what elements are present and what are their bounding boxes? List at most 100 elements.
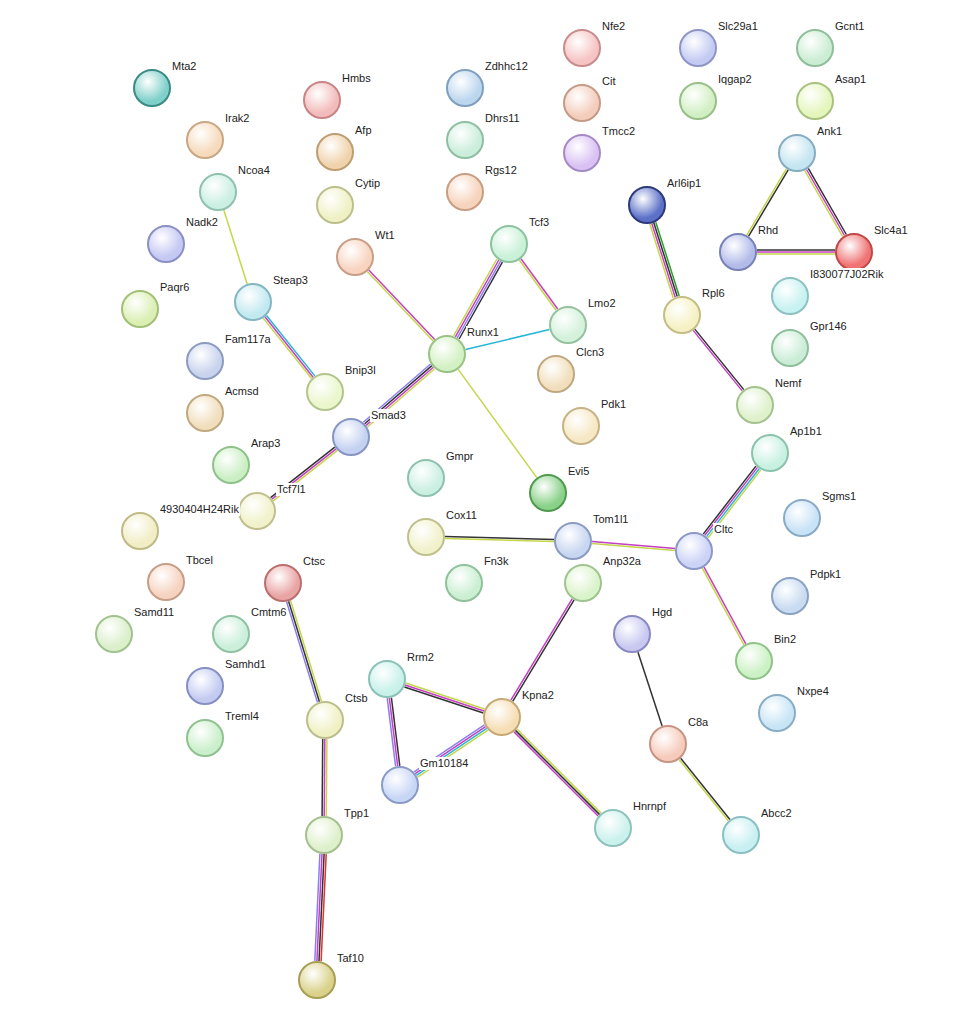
protein-node: Pdk1	[562, 407, 600, 445]
interaction-edge	[263, 316, 315, 379]
evidence-line	[704, 567, 746, 644]
evidence-line	[224, 210, 247, 284]
protein-label: C8a	[687, 716, 709, 729]
evidence-line	[391, 698, 399, 766]
protein-node: Kpna2	[483, 698, 521, 736]
protein-label: Runx1	[466, 326, 500, 339]
protein-label: Ctsb	[344, 692, 369, 705]
protein-label: Ap1b1	[789, 425, 823, 438]
protein-node: Iqgap2	[679, 82, 717, 120]
protein-node: Irak2	[186, 121, 224, 159]
protein-node: I830077J02Rik	[771, 277, 809, 315]
protein-node: Nemf	[736, 386, 774, 424]
protein-label: Ctsc	[302, 555, 326, 568]
evidence-line	[406, 683, 485, 709]
evidence-line	[757, 249, 835, 251]
evidence-line	[521, 259, 558, 309]
protein-label: Iqgap2	[717, 73, 753, 86]
protein-node: Nadk2	[147, 225, 185, 263]
protein-node: Ctsb	[306, 701, 344, 739]
protein-label: Slc4a1	[873, 224, 909, 237]
interaction-edge	[747, 169, 788, 236]
protein-node: Tcf3	[490, 225, 528, 263]
protein-label: Bin2	[773, 633, 797, 646]
protein-label: Abcc2	[760, 807, 793, 820]
evidence-line	[272, 449, 336, 499]
evidence-line	[805, 171, 843, 237]
protein-node: Runx1	[428, 335, 466, 373]
interaction-edge	[679, 758, 730, 821]
protein-node: 4930404H24Rik	[121, 512, 159, 550]
protein-node: Sgms1	[783, 499, 821, 537]
protein-label: Fam117a	[224, 333, 272, 346]
interaction-edge	[287, 601, 322, 703]
protein-label: Tcf7l1	[276, 483, 307, 496]
protein-node: Tmcc2	[563, 134, 601, 172]
protein-label: Samd11	[133, 606, 175, 619]
protein-node: Arl6ip1	[628, 186, 666, 224]
protein-label: Arl6ip1	[666, 177, 702, 190]
evidence-line	[757, 251, 835, 253]
interaction-edge	[511, 599, 574, 702]
protein-label: Treml4	[224, 710, 260, 723]
protein-node: Acmsd	[186, 394, 224, 432]
protein-node: Tcf7l1	[238, 492, 276, 530]
protein-node: Gpr146	[771, 329, 809, 367]
evidence-line	[315, 854, 320, 961]
protein-node: Clcn3	[537, 355, 575, 393]
protein-label: Smad3	[370, 409, 407, 422]
interaction-edge	[693, 329, 744, 391]
protein-node: Afp	[316, 133, 354, 171]
protein-label: Ank1	[816, 125, 843, 138]
protein-node: Samd11	[95, 615, 133, 653]
protein-node: Slc4a1	[835, 233, 873, 271]
evidence-line	[414, 725, 484, 772]
protein-label: Pdpk1	[809, 568, 842, 581]
protein-label: Rpl6	[701, 287, 726, 300]
protein-label: Pdk1	[600, 398, 627, 411]
protein-node: Tom1l1	[554, 522, 592, 560]
evidence-line	[702, 568, 744, 645]
protein-node: Pdpk1	[771, 577, 809, 615]
interaction-edge	[514, 729, 601, 816]
protein-node: Rpl6	[663, 296, 701, 334]
protein-node: Cit	[563, 84, 601, 122]
evidence-line	[367, 369, 434, 427]
evidence-line	[291, 601, 322, 702]
protein-node: Steap3	[234, 283, 272, 321]
evidence-line	[326, 739, 328, 816]
protein-node: Cox11	[407, 518, 445, 556]
evidence-line	[654, 223, 677, 297]
protein-label: Tom1l1	[592, 513, 629, 526]
evidence-line	[287, 602, 318, 703]
evidence-line	[511, 599, 572, 701]
protein-node: Nxpe4	[758, 694, 796, 732]
protein-node: Bnip3l	[306, 373, 344, 411]
interaction-edge	[404, 683, 484, 713]
protein-node: Hnrnpf	[594, 809, 632, 847]
evidence-line	[705, 467, 758, 535]
protein-node: Wt1	[336, 238, 374, 276]
evidence-line	[418, 730, 488, 777]
protein-node: Evi5	[529, 474, 567, 512]
evidence-line	[517, 729, 601, 813]
evidence-line	[514, 732, 598, 816]
protein-node: Hgd	[613, 615, 651, 653]
protein-label: Dhrs11	[484, 112, 521, 125]
protein-node: Ank1	[778, 134, 816, 172]
evidence-line	[416, 728, 486, 775]
evidence-line	[693, 330, 742, 391]
protein-node: Slc29a1	[679, 29, 717, 67]
protein-node: Ap1b1	[751, 434, 789, 472]
protein-label: Lmo2	[587, 297, 617, 310]
interaction-edge	[367, 270, 434, 341]
protein-label: Evi5	[567, 465, 590, 478]
evidence-line	[650, 224, 673, 298]
evidence-line	[265, 317, 313, 377]
protein-node: Fam117a	[186, 342, 224, 380]
protein-label: Nadk2	[185, 216, 219, 229]
protein-node: Cmtm6	[212, 615, 250, 653]
protein-node: Taf10	[298, 961, 336, 999]
evidence-line	[367, 272, 433, 341]
protein-node: Zdhhc12	[446, 69, 484, 107]
